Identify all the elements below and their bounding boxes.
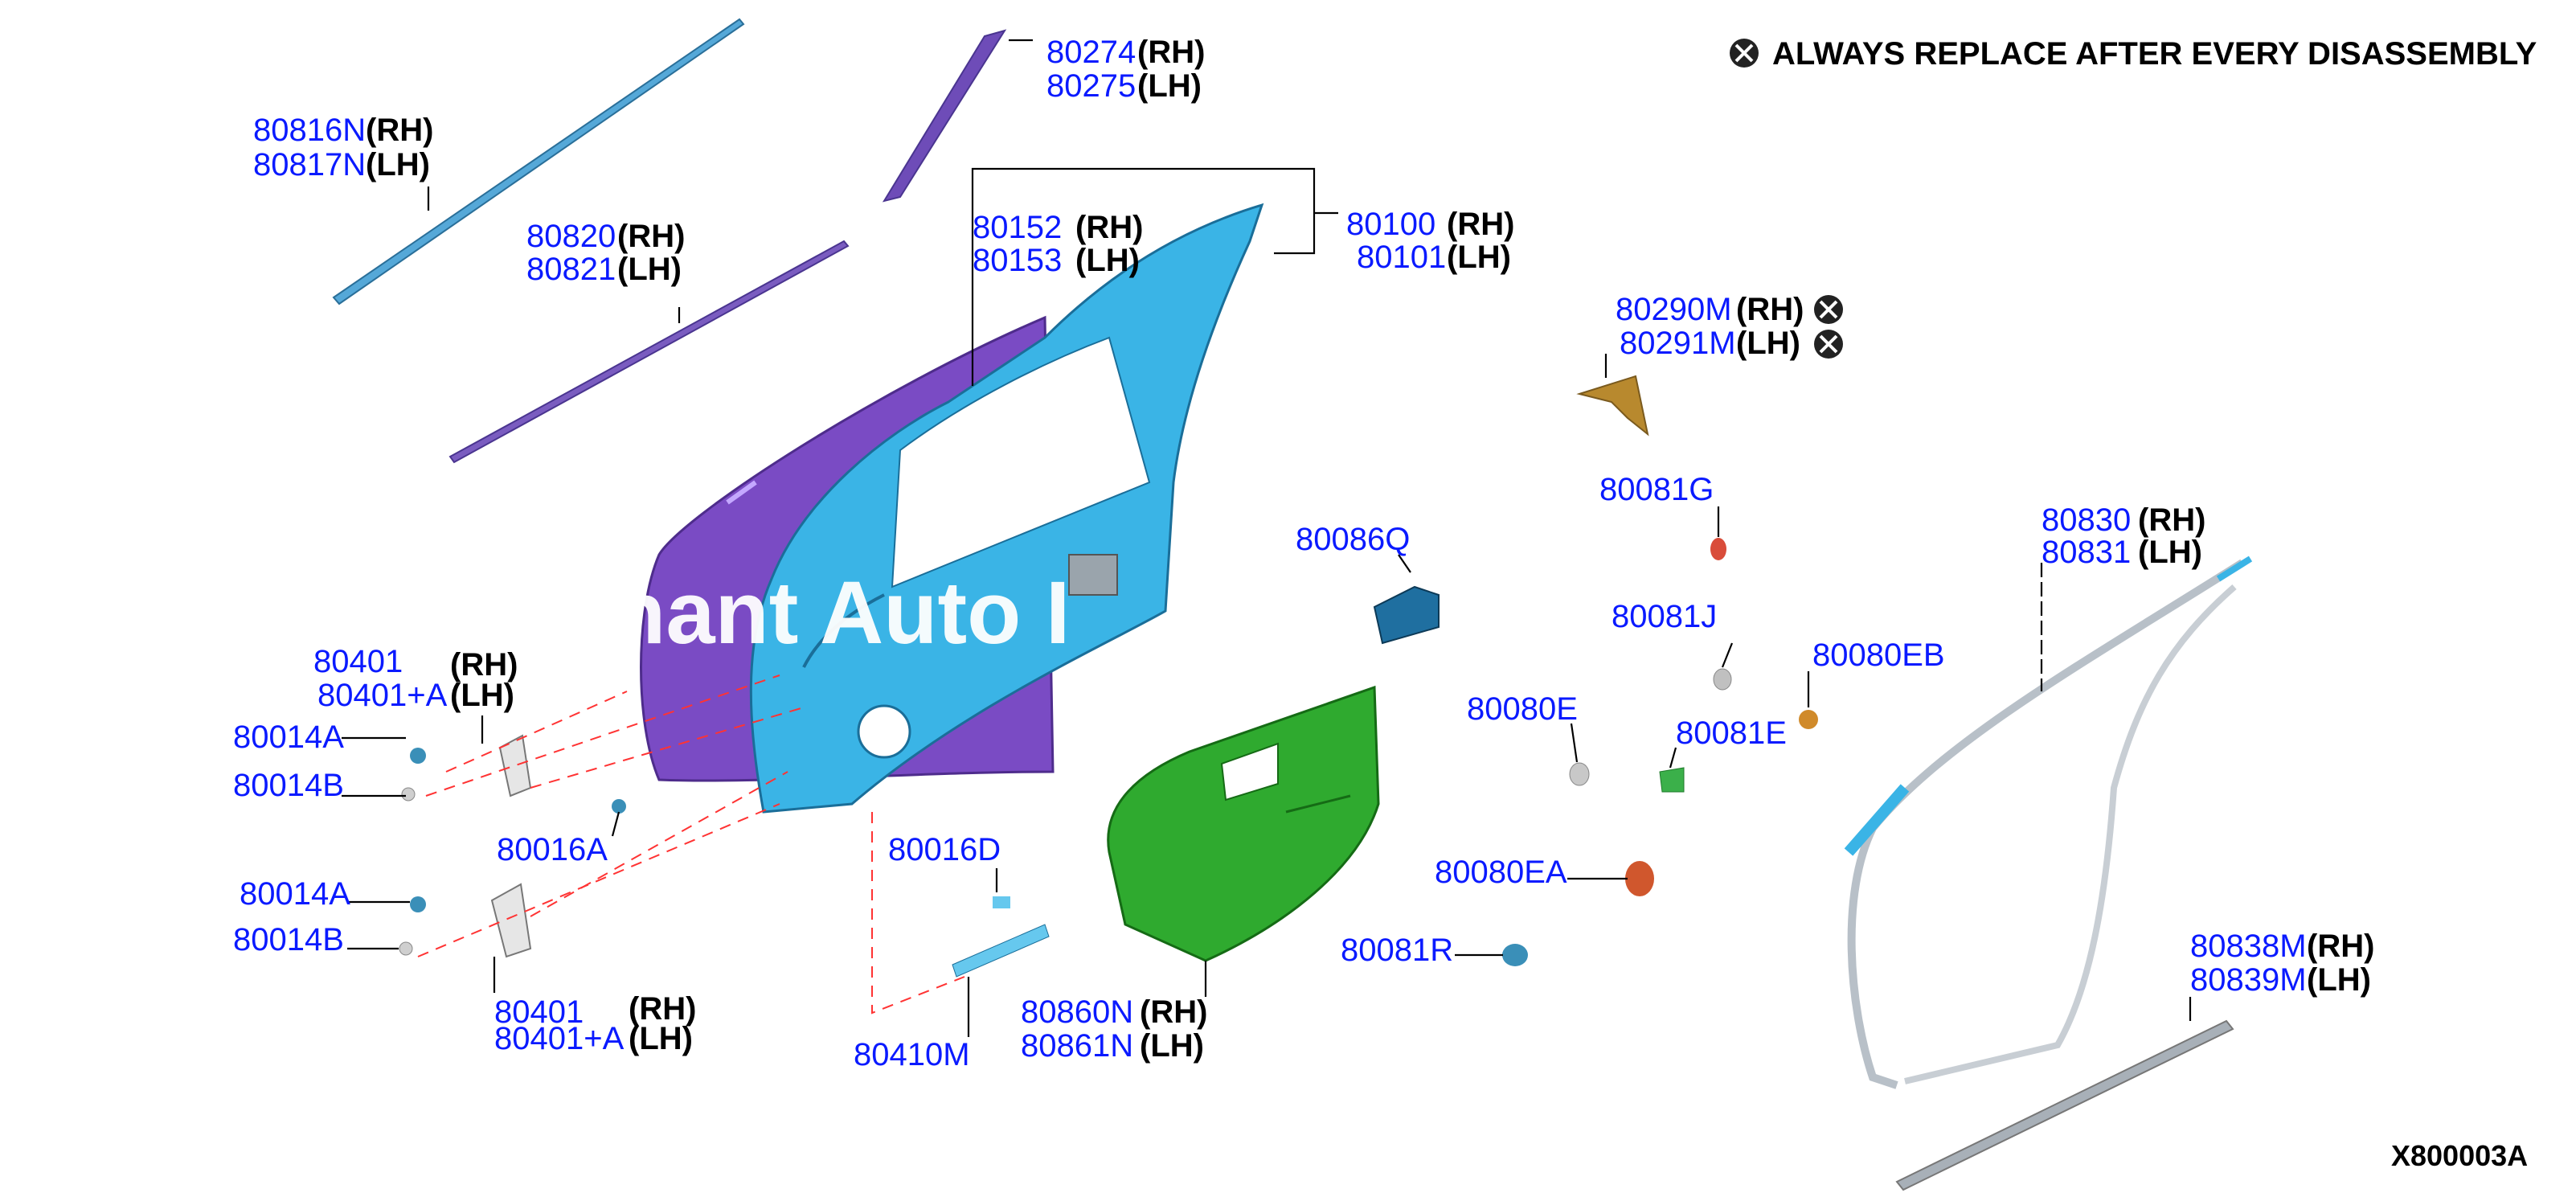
side-rh: (RH) (1140, 994, 1207, 1030)
part-80290M: 80290M (1616, 292, 1732, 327)
hinge-parts-shapes (399, 734, 1050, 978)
door-frame-shape (749, 203, 1264, 814)
watermark-text: chant Auto I (563, 564, 1070, 662)
replace-note: ALWAYS REPLACE AFTER EVERY DISASSEMBLY (1730, 36, 2537, 72)
part-80153: 80153 (973, 243, 1062, 278)
part-80820: 80820 (526, 219, 616, 254)
part-80080EB: 80080EB (1812, 637, 1945, 673)
door-trim-panel-shape (1107, 685, 1380, 962)
side-lh: (LH) (1137, 68, 1202, 104)
side-rh: (RH) (2307, 929, 2374, 964)
part-80080EA: 80080EA (1435, 855, 1567, 890)
side-rh: (RH) (450, 647, 518, 683)
part-80401A-bot: 80401+A (494, 1021, 625, 1056)
side-lh: (LH) (2307, 962, 2371, 998)
assembly-dash-lines (417, 674, 965, 1015)
side-lh: (LH) (1447, 240, 1511, 275)
part-80014A-bot: 80014A (240, 876, 350, 912)
part-80817N: 80817N (253, 147, 366, 182)
insulator-shape (1576, 375, 1649, 437)
replace-x-icon (1814, 330, 1843, 359)
part-80291M: 80291M (1620, 326, 1736, 361)
part-80816N: 80816N (253, 113, 366, 148)
part-80401-top: 80401 (313, 644, 403, 679)
part-80830: 80830 (2042, 502, 2131, 538)
sash-cover-shape (882, 29, 1007, 203)
part-80014A-top: 80014A (233, 719, 344, 755)
part-80081G: 80081G (1599, 472, 1714, 507)
switch-unit-shape (1373, 585, 1440, 645)
side-rh: (RH) (1137, 35, 1205, 70)
replace-x-icon (1814, 295, 1843, 324)
side-rh: (RH) (1447, 207, 1514, 242)
frame-leader-bracket (971, 167, 1338, 386)
part-80274: 80274 (1046, 35, 1136, 70)
part-80860N: 80860N (1021, 994, 1133, 1030)
side-lh: (LH) (629, 1021, 693, 1056)
part-labels: 80274 (RH) 80275 (LH) 80816N (RH) 80817N… (233, 35, 2374, 1072)
part-80152: 80152 (973, 210, 1062, 245)
part-80080E: 80080E (1467, 691, 1578, 727)
small-fasteners (1502, 538, 1818, 966)
part-80101: 80101 (1357, 240, 1446, 275)
part-80838M: 80838M (2190, 929, 2307, 964)
side-rh: (RH) (629, 991, 696, 1027)
part-80016A: 80016A (497, 832, 608, 867)
sill-strip-shape (1895, 1019, 2234, 1191)
side-lh: (LH) (2138, 535, 2202, 570)
outside-moulding-shape (332, 18, 745, 305)
leader-lines (342, 39, 2192, 1037)
weatherstrip-shape (1844, 556, 2253, 1089)
part-80821: 80821 (526, 252, 616, 287)
note-text: ALWAYS REPLACE AFTER EVERY DISASSEMBLY (1772, 36, 2537, 72)
side-lh: (LH) (450, 678, 514, 713)
side-lh: (LH) (617, 252, 682, 287)
side-rh: (RH) (1736, 292, 1804, 327)
replace-x-icon (1730, 39, 1759, 68)
part-80275: 80275 (1046, 68, 1136, 104)
side-lh: (LH) (366, 147, 430, 182)
part-80401-bot: 80401 (494, 994, 584, 1030)
part-80014B-bot: 80014B (233, 922, 344, 957)
part-80086Q: 80086Q (1296, 522, 1410, 557)
part-80831: 80831 (2042, 535, 2131, 570)
part-80014B-top: 80014B (233, 768, 344, 803)
side-lh: (LH) (1075, 243, 1140, 278)
part-80016D: 80016D (888, 832, 1001, 867)
part-80861N: 80861N (1021, 1028, 1133, 1064)
part-80410M: 80410M (854, 1037, 970, 1072)
side-lh: (LH) (1140, 1028, 1204, 1064)
part-80081R: 80081R (1341, 933, 1453, 968)
drawing-code: X800003A (2391, 1139, 2528, 1172)
belt-moulding-shape (448, 240, 850, 464)
part-80100: 80100 (1346, 207, 1435, 242)
part-80081J: 80081J (1612, 599, 1717, 634)
part-80401A-top: 80401+A (317, 678, 448, 713)
side-rh: (RH) (2138, 502, 2205, 538)
part-80081E: 80081E (1676, 715, 1787, 751)
part-80839M: 80839M (2190, 962, 2307, 998)
side-rh: (RH) (617, 219, 685, 254)
side-rh: (RH) (366, 113, 433, 148)
side-rh: (RH) (1075, 210, 1143, 245)
side-lh: (LH) (1736, 326, 1800, 361)
